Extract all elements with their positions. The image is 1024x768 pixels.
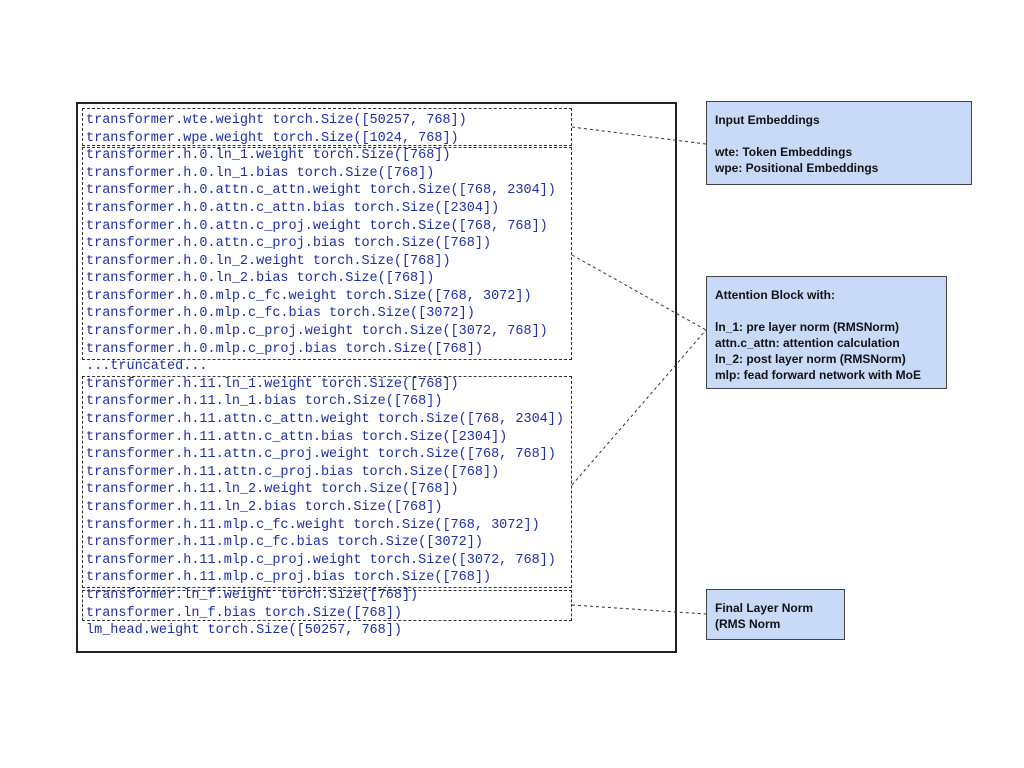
param-line: transformer.h.11.ln_2.weight torch.Size(… xyxy=(86,482,459,497)
final-layer-norm-note: Final Layer Norm (RMS Norm xyxy=(706,589,845,640)
note-title: Input Embeddings xyxy=(715,113,820,127)
param-line: transformer.wpe.weight torch.Size([1024,… xyxy=(86,131,459,146)
param-line: transformer.h.0.mlp.c_proj.bias torch.Si… xyxy=(86,342,483,357)
note-line: wte: Token Embeddings xyxy=(715,145,853,159)
attention-block-note: Attention Block with: ln_1: pre layer no… xyxy=(706,276,947,389)
note-title: Attention Block with: xyxy=(715,288,835,302)
param-line: transformer.h.0.attn.c_proj.weight torch… xyxy=(86,219,548,234)
param-line: transformer.h.0.attn.c_attn.bias torch.S… xyxy=(86,201,500,216)
param-line: transformer.h.0.ln_1.weight torch.Size([… xyxy=(86,148,451,163)
param-line: transformer.h.11.attn.c_attn.weight torc… xyxy=(86,412,564,427)
note-line: attn.c_attn: attention calculation xyxy=(715,336,900,350)
param-line: transformer.h.11.attn.c_proj.weight torc… xyxy=(86,447,556,462)
embeddings-group xyxy=(82,108,572,146)
final-norm-group xyxy=(82,590,572,621)
note-line: ln_1: pre layer norm (RMSNorm) xyxy=(715,320,900,334)
param-line: transformer.h.11.attn.c_proj.bias torch.… xyxy=(86,465,500,480)
note-title: Final Layer Norm xyxy=(715,601,814,615)
param-line: transformer.h.11.ln_1.bias torch.Size([7… xyxy=(86,394,443,409)
param-line: transformer.h.11.attn.c_attn.bias torch.… xyxy=(86,430,508,445)
param-line: transformer.h.11.mlp.c_fc.bias torch.Siz… xyxy=(86,535,483,550)
param-line: transformer.wte.weight torch.Size([50257… xyxy=(86,113,467,128)
note-line xyxy=(715,128,963,144)
param-line: transformer.h.0.mlp.c_fc.bias torch.Size… xyxy=(86,306,475,321)
param-line: transformer.h.0.mlp.c_fc.weight torch.Si… xyxy=(86,289,532,304)
param-line: transformer.h.11.mlp.c_proj.weight torch… xyxy=(86,553,556,568)
note-line: (RMS Norm xyxy=(715,617,781,631)
note-line: ln_2: post layer norm (RMSNorm) xyxy=(715,352,906,366)
note-line xyxy=(715,303,938,319)
block-11-group xyxy=(82,376,572,588)
note-line: wpe: Positional Embeddings xyxy=(715,161,879,175)
param-line: lm_head.weight torch.Size([50257, 768]) xyxy=(86,623,402,638)
note-line: mlp: fead forward network with MoE xyxy=(715,368,922,382)
truncated-marker: ...truncated... xyxy=(86,359,208,374)
param-line: transformer.h.11.mlp.c_proj.bias torch.S… xyxy=(86,570,492,585)
param-line: transformer.h.11.mlp.c_fc.weight torch.S… xyxy=(86,518,540,533)
param-line: transformer.h.0.attn.c_proj.bias torch.S… xyxy=(86,236,492,251)
param-line: transformer.h.0.attn.c_attn.weight torch… xyxy=(86,183,556,198)
param-line: transformer.h.0.mlp.c_proj.weight torch.… xyxy=(86,324,548,339)
param-line: transformer.h.0.ln_2.bias torch.Size([76… xyxy=(86,271,435,286)
param-line: transformer.ln_f.weight torch.Size([768]… xyxy=(86,588,419,603)
block-0-group xyxy=(82,147,572,360)
param-line: transformer.ln_f.bias torch.Size([768]) xyxy=(86,606,402,621)
param-line: transformer.h.11.ln_2.bias torch.Size([7… xyxy=(86,500,443,515)
input-embeddings-note: Input Embeddings wte: Token Embeddings w… xyxy=(706,101,972,185)
param-line: transformer.h.0.ln_1.bias torch.Size([76… xyxy=(86,166,435,181)
param-line: transformer.h.0.ln_2.weight torch.Size([… xyxy=(86,254,451,269)
param-line: transformer.h.11.ln_1.weight torch.Size(… xyxy=(86,377,459,392)
